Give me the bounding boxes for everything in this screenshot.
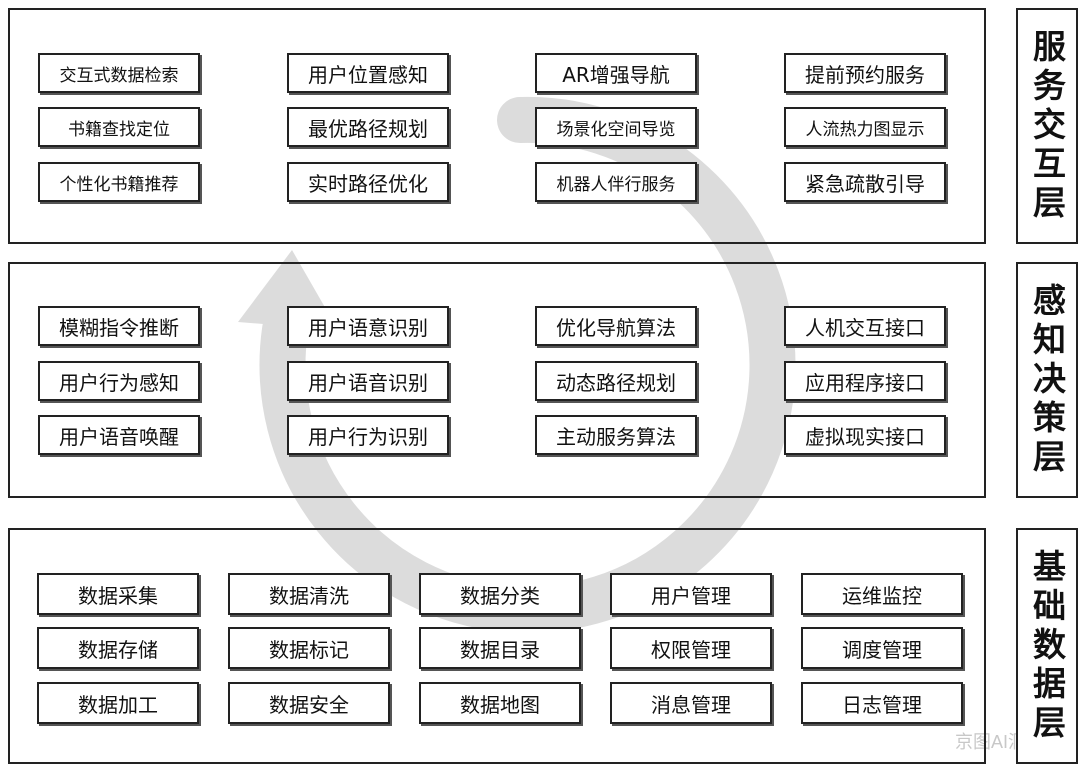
feature-box: 数据分类 — [419, 573, 581, 615]
feature-box: 提前预约服务 — [784, 53, 946, 93]
perception-decision-layer — [8, 262, 986, 498]
feature-box: 人流热力图显示 — [784, 107, 946, 147]
feature-box: 虚拟现实接口 — [784, 415, 946, 455]
feature-box: 最优路径规划 — [287, 107, 449, 147]
feature-box: 交互式数据检索 — [38, 53, 200, 93]
feature-box: 主动服务算法 — [535, 415, 697, 455]
feature-box: 个性化书籍推荐 — [38, 162, 200, 202]
service-interaction-layer — [8, 8, 986, 244]
feature-box: 数据采集 — [37, 573, 199, 615]
service-interaction-layer-label: 服务交互层 — [1016, 8, 1078, 244]
feature-box: 日志管理 — [801, 682, 963, 724]
feature-box: 用户语音识别 — [287, 361, 449, 401]
feature-box: 数据标记 — [228, 627, 390, 669]
layer-label-text: 基础数据层 — [1027, 548, 1067, 744]
feature-box: 数据存储 — [37, 627, 199, 669]
layer-label-text: 服务交互层 — [1027, 28, 1067, 224]
feature-box: 动态路径规划 — [535, 361, 697, 401]
feature-box: 调度管理 — [801, 627, 963, 669]
feature-box: 实时路径优化 — [287, 162, 449, 202]
feature-box: 书籍查找定位 — [38, 107, 200, 147]
feature-box: 优化导航算法 — [535, 306, 697, 346]
feature-box: 用户行为感知 — [38, 361, 200, 401]
feature-box: 消息管理 — [610, 682, 772, 724]
feature-box: AR增强导航 — [535, 53, 697, 93]
feature-box: 人机交互接口 — [784, 306, 946, 346]
feature-box: 机器人伴行服务 — [535, 162, 697, 202]
feature-box: 用户行为识别 — [287, 415, 449, 455]
feature-box: 紧急疏散引导 — [784, 162, 946, 202]
feature-box: 数据地图 — [419, 682, 581, 724]
feature-box: 数据目录 — [419, 627, 581, 669]
base-data-layer — [8, 528, 986, 764]
feature-box: 用户位置感知 — [287, 53, 449, 93]
feature-box: 场景化空间导览 — [535, 107, 697, 147]
feature-box: 用户语意识别 — [287, 306, 449, 346]
feature-box: 模糊指令推断 — [38, 306, 200, 346]
layer-label-text: 感知决策层 — [1027, 282, 1067, 478]
feature-box: 用户管理 — [610, 573, 772, 615]
feature-box: 权限管理 — [610, 627, 772, 669]
feature-box: 用户语音唤醒 — [38, 415, 200, 455]
feature-box: 运维监控 — [801, 573, 963, 615]
feature-box: 数据清洗 — [228, 573, 390, 615]
feature-box: 应用程序接口 — [784, 361, 946, 401]
feature-box: 数据加工 — [37, 682, 199, 724]
feature-box: 数据安全 — [228, 682, 390, 724]
perception-decision-layer-label: 感知决策层 — [1016, 262, 1078, 498]
base-data-layer-label: 基础数据层 — [1016, 528, 1078, 764]
